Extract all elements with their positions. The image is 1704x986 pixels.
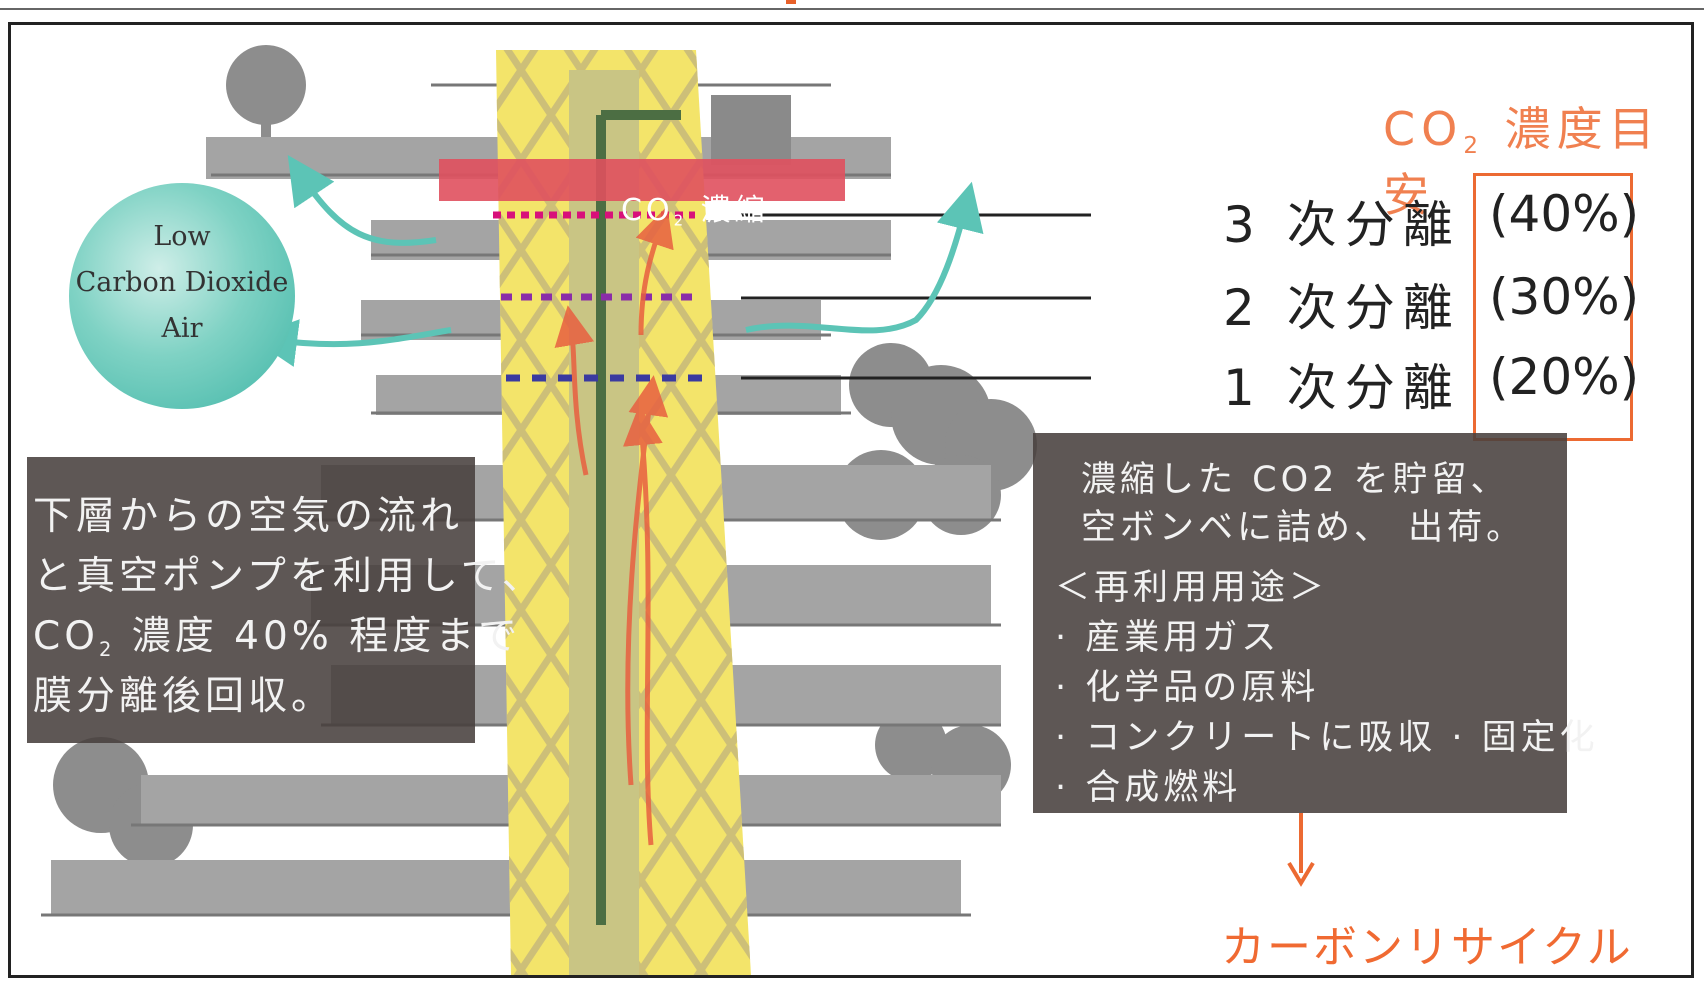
- left-text-line-1: 下層からの空気の流れ: [33, 494, 464, 539]
- top-rule: [0, 8, 1704, 10]
- rooftop-structure: [711, 95, 791, 165]
- reuse-item-1: · 産業用ガス: [1055, 618, 1281, 658]
- left-description-panel: [27, 457, 475, 743]
- reuse-heading: ＜再利用用途＞: [1055, 568, 1329, 608]
- stage-1-label: 1 次分離: [1223, 359, 1461, 417]
- stage-1-percent: (20%): [1489, 348, 1640, 406]
- co2-concentrator-band: [439, 159, 845, 201]
- down-arrow-icon: [1287, 813, 1315, 887]
- diagram-frame: CO2 濃縮 Low Carbon Dioxide Air CO2 濃度目安 3…: [8, 22, 1694, 978]
- left-text-line-4: 膜分離後回収。: [33, 674, 335, 719]
- left-text-line-2: と真空ポンプを利用して、: [33, 554, 545, 599]
- right-text-line-2: 空ボンベに詰め、 出荷。: [1081, 508, 1526, 548]
- co2-concentration-title: CO2 濃度目安: [1383, 102, 1661, 223]
- stage-2-label: 2 次分離: [1223, 279, 1461, 337]
- reuse-item-2: · 化学品の原料: [1055, 668, 1320, 708]
- left-text-line-3: CO2 濃度 40% 程度まで: [33, 614, 522, 661]
- reuse-item-3: · コンクリートに吸収 · 固定化: [1055, 718, 1599, 758]
- carbon-recycle-label: カーボンリサイクル: [1221, 922, 1633, 973]
- top-mark: [786, 0, 796, 4]
- right-text-line-1: 濃縮した CO2 を貯留、: [1081, 460, 1510, 500]
- stage-3-label: 3 次分離: [1223, 196, 1461, 254]
- upward-airflow: [554, 206, 674, 846]
- low-co2-air-bubble: Low Carbon Dioxide Air: [69, 183, 295, 409]
- bubble-line-1: Low: [153, 221, 211, 252]
- bubble-line-2: Carbon Dioxide: [75, 267, 289, 298]
- duct-line: [596, 110, 681, 925]
- reuse-item-4: · 合成燃料: [1055, 768, 1242, 808]
- stage-3-percent: (40%): [1489, 185, 1640, 243]
- building-illustration: [41, 45, 1091, 975]
- bubble-line-3: Air: [161, 313, 203, 344]
- co2-concentrator-label: CO2 濃縮: [621, 193, 769, 230]
- right-description-panel: [1033, 433, 1567, 813]
- low-co2-exhaust: [249, 155, 984, 367]
- stage-2-percent: (30%): [1489, 268, 1640, 326]
